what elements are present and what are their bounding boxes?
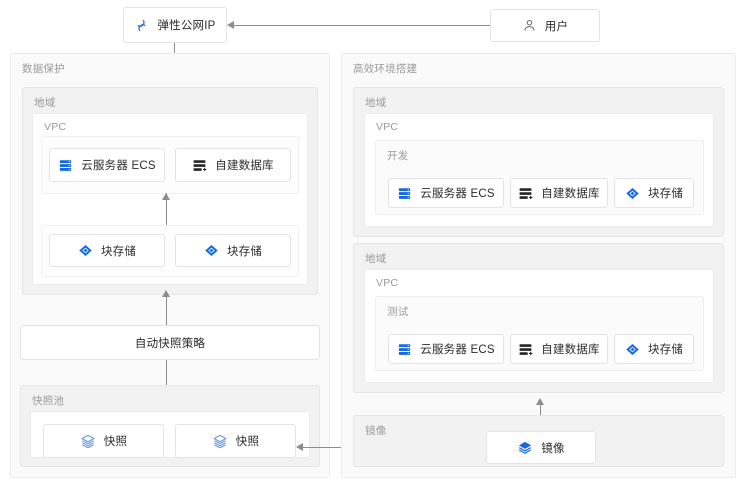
panel-title: 地域: [365, 97, 387, 109]
node-label: 块存储: [647, 344, 684, 356]
node-label: 自建数据库: [541, 188, 600, 200]
node-label: 镜像: [541, 442, 565, 455]
node-snapshot-2[interactable]: 快照: [175, 424, 296, 458]
arrowhead-image-to-snapshot: [296, 442, 303, 451]
panel-title: 快照池: [32, 395, 65, 407]
user-icon: [522, 18, 537, 33]
image-stack-icon: [517, 440, 533, 456]
self-built-database-icon: [192, 158, 207, 173]
node-label: 块存储: [226, 245, 263, 258]
node-label: 自建数据库: [541, 344, 600, 356]
node-label: 块存储: [100, 245, 137, 258]
panel-title: 开发: [387, 150, 409, 162]
node-label: 快照: [235, 436, 260, 448]
node-block-storage-test[interactable]: 块存储: [614, 334, 694, 364]
panel-title: 高效环境搭建: [353, 63, 418, 75]
ecs-server-icon: [397, 186, 412, 201]
node-self-built-db-test[interactable]: 自建数据库: [510, 334, 608, 364]
arrowhead-user-to-eip: [227, 20, 234, 29]
snapshot-icon: [212, 433, 228, 449]
panel-title: 地域: [34, 97, 56, 109]
elastic-ip-icon: [134, 18, 149, 33]
node-ecs-dev[interactable]: 云服务器 ECS: [388, 178, 504, 208]
node-label: 自动快照策略: [134, 337, 206, 350]
node-self-built-db-dev[interactable]: 自建数据库: [510, 178, 608, 208]
panel-title: 测试: [387, 306, 409, 318]
block-storage-icon: [625, 342, 640, 357]
panel-title: VPC: [376, 277, 399, 289]
node-label: 用户: [544, 20, 569, 33]
node-snapshot-1[interactable]: 快照: [43, 424, 164, 458]
panel-title: 数据保护: [22, 63, 65, 75]
node-label: 快照: [103, 436, 128, 448]
node-auto-snapshot-policy[interactable]: 自动快照策略: [20, 325, 320, 360]
arrowhead-image-to-test: [536, 398, 544, 405]
panel-title: 镜像: [365, 425, 387, 437]
block-storage-icon: [204, 243, 219, 258]
node-label: 云服务器 ECS: [81, 160, 156, 172]
self-built-database-icon: [518, 342, 533, 357]
node-label: 弹性公网IP: [157, 20, 216, 32]
node-label: 云服务器 ECS: [420, 344, 495, 356]
panel-title: VPC: [376, 121, 399, 133]
panel-title: VPC: [44, 121, 67, 133]
snapshot-icon: [80, 433, 96, 449]
node-block-storage-left-2[interactable]: 块存储: [175, 234, 291, 267]
node-label: 自建数据库: [215, 160, 274, 172]
block-storage-icon: [625, 186, 640, 201]
block-storage-icon: [78, 243, 93, 258]
node-block-storage-dev[interactable]: 块存储: [614, 178, 694, 208]
connector-storage-to-compute: [166, 193, 167, 231]
node-ecs-test[interactable]: 云服务器 ECS: [388, 334, 504, 364]
panel-title: 地域: [365, 253, 387, 265]
arrowhead-policy-to-storage: [162, 290, 170, 297]
node-elastic-ip[interactable]: 弹性公网IP: [123, 7, 227, 43]
arrowhead-storage-to-compute: [162, 193, 170, 200]
connector-policy-to-storage: [166, 295, 167, 325]
node-label: 块存储: [647, 188, 684, 200]
node-user[interactable]: 用户: [490, 9, 600, 42]
node-ecs-left[interactable]: 云服务器 ECS: [49, 148, 165, 182]
ecs-server-icon: [397, 342, 412, 357]
connector-user-to-eip: [233, 25, 490, 26]
self-built-database-icon: [518, 186, 533, 201]
node-block-storage-left-1[interactable]: 块存储: [49, 234, 165, 267]
node-label: 云服务器 ECS: [420, 188, 495, 200]
node-image[interactable]: 镜像: [486, 431, 596, 464]
ecs-server-icon: [58, 158, 73, 173]
node-self-built-db-left[interactable]: 自建数据库: [175, 148, 291, 182]
